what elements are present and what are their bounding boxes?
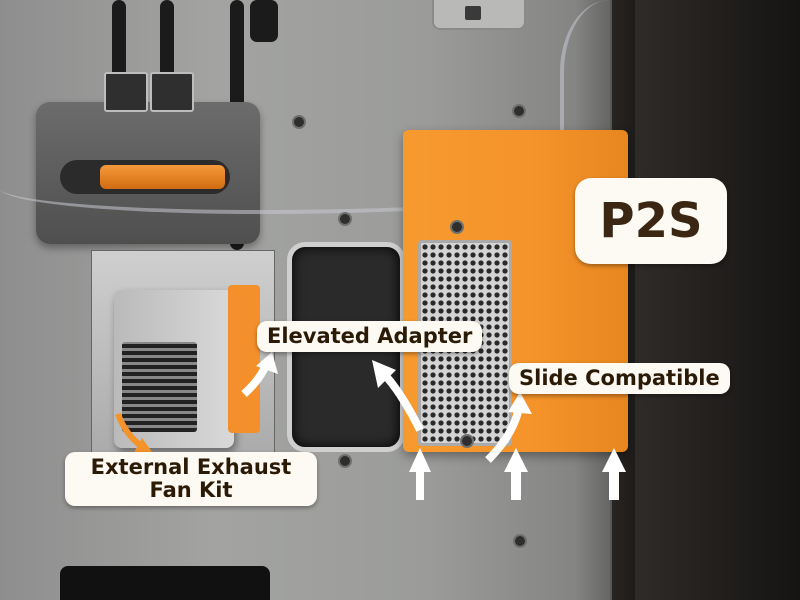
screw [340, 456, 350, 466]
panel-button [465, 6, 481, 20]
fan-grill [122, 342, 197, 432]
external-fan-label-line1: External Exhaust [90, 455, 292, 479]
bottom-fan [60, 566, 270, 600]
screw [340, 214, 350, 224]
screw [462, 436, 472, 446]
up-arrow-icon [409, 448, 431, 500]
orange-arrow-icon [115, 412, 152, 456]
fan-orange-bracket [228, 285, 260, 433]
ptfe-tube [0, 150, 640, 214]
curved-arrow-icon [241, 352, 278, 397]
external-fan-label: External Exhaust Fan Kit [65, 452, 317, 507]
elevated-adapter-label: Elevated Adapter [257, 321, 483, 353]
power-cable [250, 0, 278, 42]
screw [515, 536, 525, 546]
slide-compatible-label: Slide Compatible [509, 363, 730, 395]
usb-cable [160, 0, 174, 80]
screw [452, 222, 462, 232]
ptfe-tube [560, 0, 684, 180]
usb-cable [112, 0, 126, 80]
usb-plug [104, 72, 148, 112]
screw [514, 106, 524, 116]
curved-arrow-icon [485, 392, 532, 463]
up-arrow-icon [602, 448, 626, 500]
up-arrow-icon [504, 448, 528, 500]
usb-plug [150, 72, 194, 112]
external-fan-label-line2: Fan Kit [149, 478, 233, 503]
model-title-label: P2S [575, 178, 727, 264]
screw [294, 117, 304, 127]
curved-arrow-icon [372, 360, 424, 432]
